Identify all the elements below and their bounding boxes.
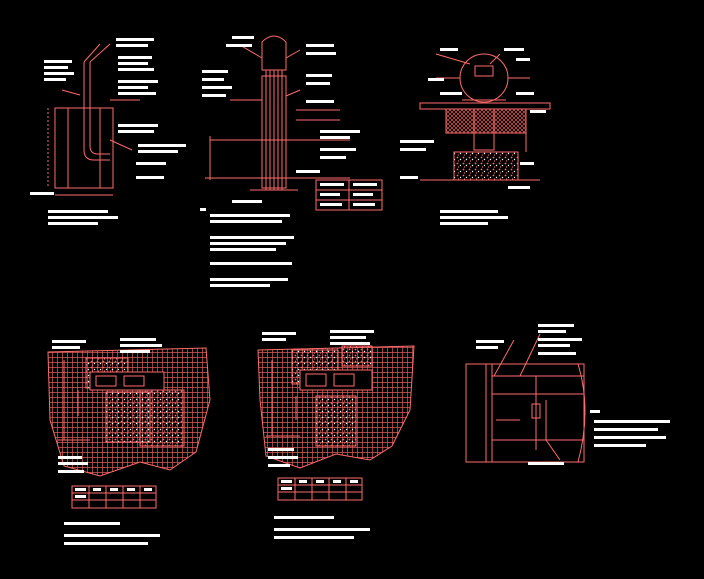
detail-3-labels <box>400 48 546 189</box>
detail-2-table-text <box>320 183 377 206</box>
detail-4-labels <box>52 338 162 473</box>
detail-5-notes <box>274 516 370 539</box>
detail-2-notes <box>200 208 294 287</box>
detail-4-notes <box>64 522 160 545</box>
detail-pipe-sleeve-section <box>47 43 140 196</box>
detail-6-notes <box>590 410 670 447</box>
detail-foundation-section-right <box>257 345 415 469</box>
detail-wall-piping-elevation <box>465 333 586 463</box>
detail-manhole-frame-section <box>419 53 551 181</box>
detail-6-labels <box>476 324 582 465</box>
detail-foundation-section-left <box>47 347 211 477</box>
detail-vertical-conduit-section <box>205 35 350 191</box>
detail-4-table <box>71 485 157 509</box>
detail-4-table-text <box>75 488 152 498</box>
detail-5-table <box>277 477 363 501</box>
detail-2-table <box>315 179 383 211</box>
detail-1-labels <box>30 38 186 225</box>
detail-5-labels <box>262 330 374 467</box>
detail-5-table-text <box>281 480 358 490</box>
detail-3-notes <box>440 210 508 225</box>
detail-2-labels <box>202 36 360 203</box>
